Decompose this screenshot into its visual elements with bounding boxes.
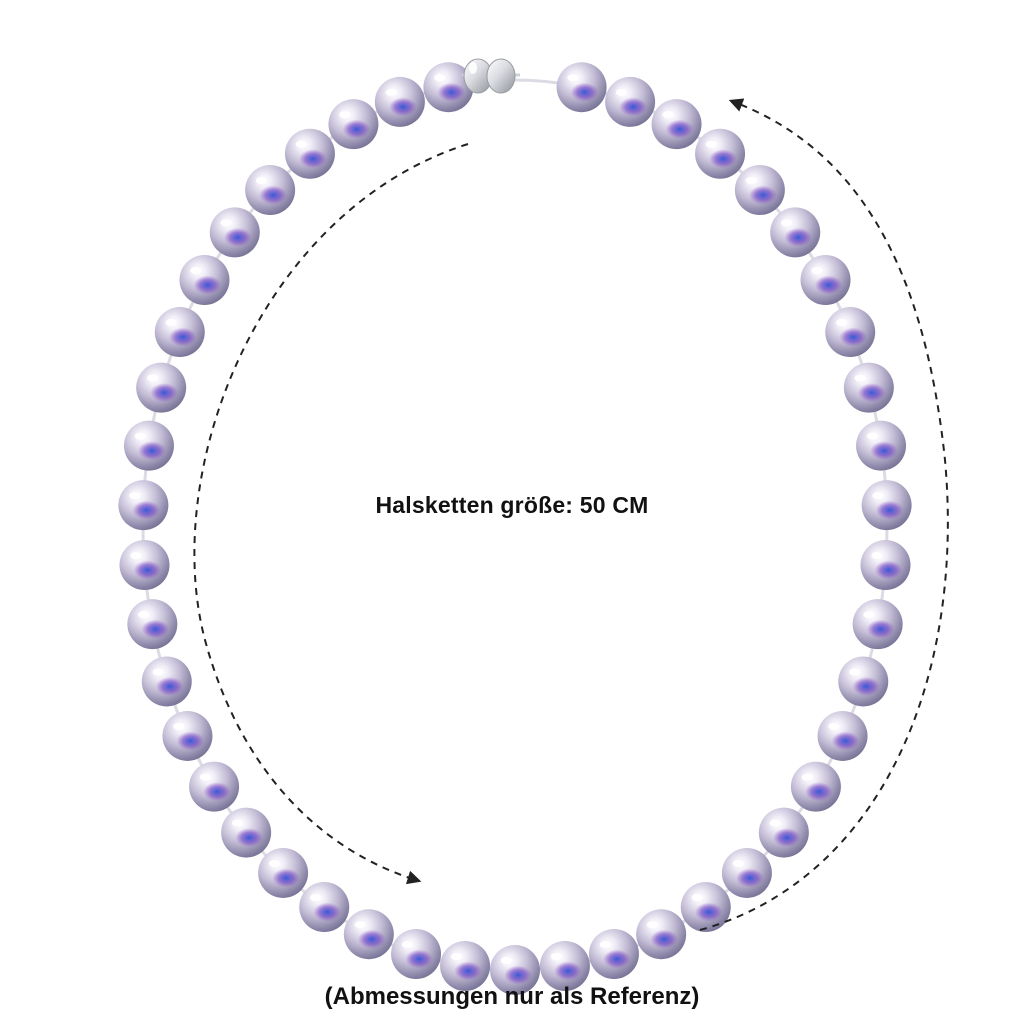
pearl-bead [328, 99, 379, 150]
pearl-bead [179, 254, 230, 305]
pearl-bead [770, 207, 821, 258]
pearl-bead [141, 656, 192, 707]
pearl-bead [490, 945, 540, 995]
pearl-bead [860, 539, 911, 590]
right-measure-arrow [699, 98, 949, 931]
pearl-bead [440, 940, 491, 991]
pearl-bead [189, 761, 240, 812]
pearl-bead [118, 480, 169, 531]
pearl-bead [391, 928, 442, 979]
pearl-bead [343, 909, 394, 960]
necklace-size-label: Halsketten größe: 50 CM [375, 492, 649, 518]
pearl-bead [539, 940, 590, 991]
reference-disclaimer: (Abmessungen nur als Referenz) [324, 983, 700, 1010]
pearl-bead [162, 710, 213, 761]
pearl-bead [154, 307, 205, 358]
pearl-bead [695, 128, 746, 179]
left-measure-arrow [193, 143, 469, 885]
pearl-bead [800, 254, 851, 305]
pearl-bead [817, 710, 868, 761]
pearl-bead [127, 599, 178, 650]
pearl-bead [245, 164, 296, 215]
pearl-bead [856, 420, 907, 471]
pearl-bead [852, 599, 903, 650]
pearl-beads [118, 62, 912, 995]
pearl-bead [843, 362, 894, 413]
pearl-bead [119, 539, 170, 590]
pearl-bead [284, 128, 335, 179]
pearl-bead [374, 76, 425, 127]
pearl-bead [605, 76, 656, 127]
pearl-bead [636, 909, 687, 960]
pearl-bead [123, 420, 174, 471]
pearl-bead [209, 207, 260, 258]
pearl-bead [838, 656, 889, 707]
pearl-bead [423, 62, 474, 113]
pearl-bead [758, 807, 809, 858]
pearl-bead [299, 882, 350, 933]
pearl-bead [861, 480, 912, 531]
pearl-bead [825, 307, 876, 358]
pearl-bead [221, 807, 272, 858]
pearl-bead [258, 847, 309, 898]
pearl-bead [734, 164, 785, 215]
pearl-bead [588, 928, 639, 979]
pearl-bead [136, 362, 187, 413]
magnetic-clasp [462, 58, 520, 94]
pearl-bead [790, 761, 841, 812]
pearl-bead [651, 99, 702, 150]
pearl-bead [721, 847, 772, 898]
pearl-bead [680, 882, 731, 933]
pearl-bead [556, 62, 607, 113]
